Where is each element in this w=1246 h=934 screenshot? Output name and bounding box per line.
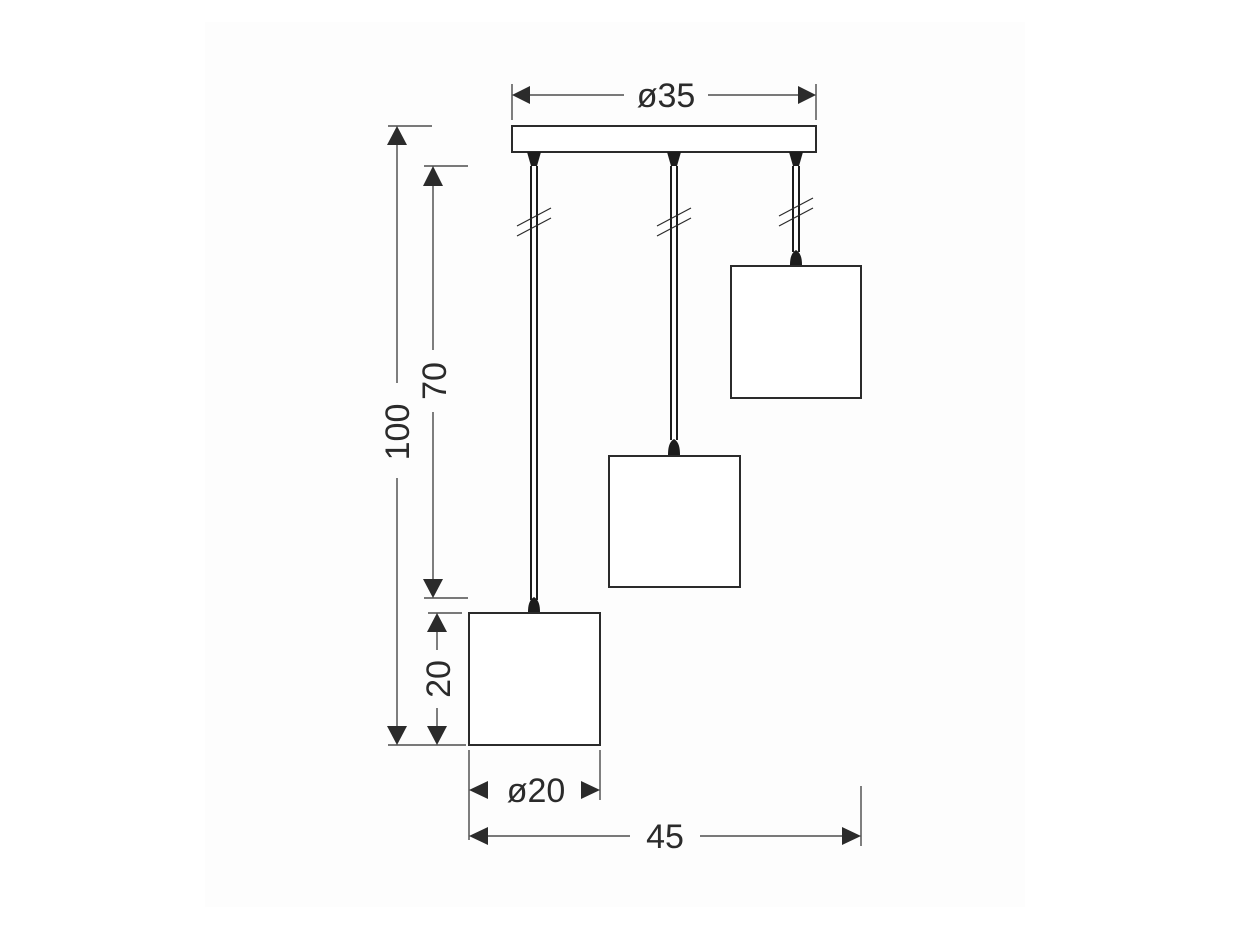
arrow-right-icon (581, 781, 600, 799)
cable-break-mark (656, 207, 692, 237)
shade-medium (608, 455, 741, 588)
arrow-down-icon (427, 726, 447, 745)
pendant-short (730, 152, 862, 399)
arrow-right-icon (798, 86, 816, 104)
cable-break-mark (778, 197, 814, 227)
total-height-dimension: 100 (379, 125, 466, 746)
arrow-left-icon (512, 86, 530, 104)
shade-short (730, 265, 862, 399)
arrow-right-icon (842, 827, 861, 845)
arrow-up-icon (427, 613, 447, 632)
arrow-left-icon (469, 827, 488, 845)
pendant-long (468, 152, 601, 746)
shade-long (468, 612, 601, 746)
cable-length-dimension: 70 (416, 165, 468, 599)
total-width-dimension: 45 (469, 786, 862, 856)
shade-diameter-dimension: ø20 (468, 750, 601, 840)
canopy (511, 125, 817, 153)
canopy-diameter-label: ø35 (637, 77, 696, 115)
total-height-label: 100 (379, 404, 417, 461)
arrow-left-icon (469, 781, 488, 799)
total-width-label: 45 (646, 818, 684, 856)
shade-height-label: 20 (420, 660, 458, 698)
arrow-down-icon (387, 726, 407, 745)
shade-height-dimension: 20 (420, 612, 462, 745)
arrow-down-icon (423, 579, 443, 598)
cable-length-label: 70 (416, 362, 454, 400)
arrow-up-icon (423, 166, 443, 186)
arrow-up-icon (387, 126, 407, 145)
canopy-diameter-dimension: ø35 (511, 77, 817, 120)
cable-break-mark (516, 207, 552, 237)
shade-diameter-label: ø20 (507, 772, 566, 810)
pendant-medium (608, 152, 741, 588)
